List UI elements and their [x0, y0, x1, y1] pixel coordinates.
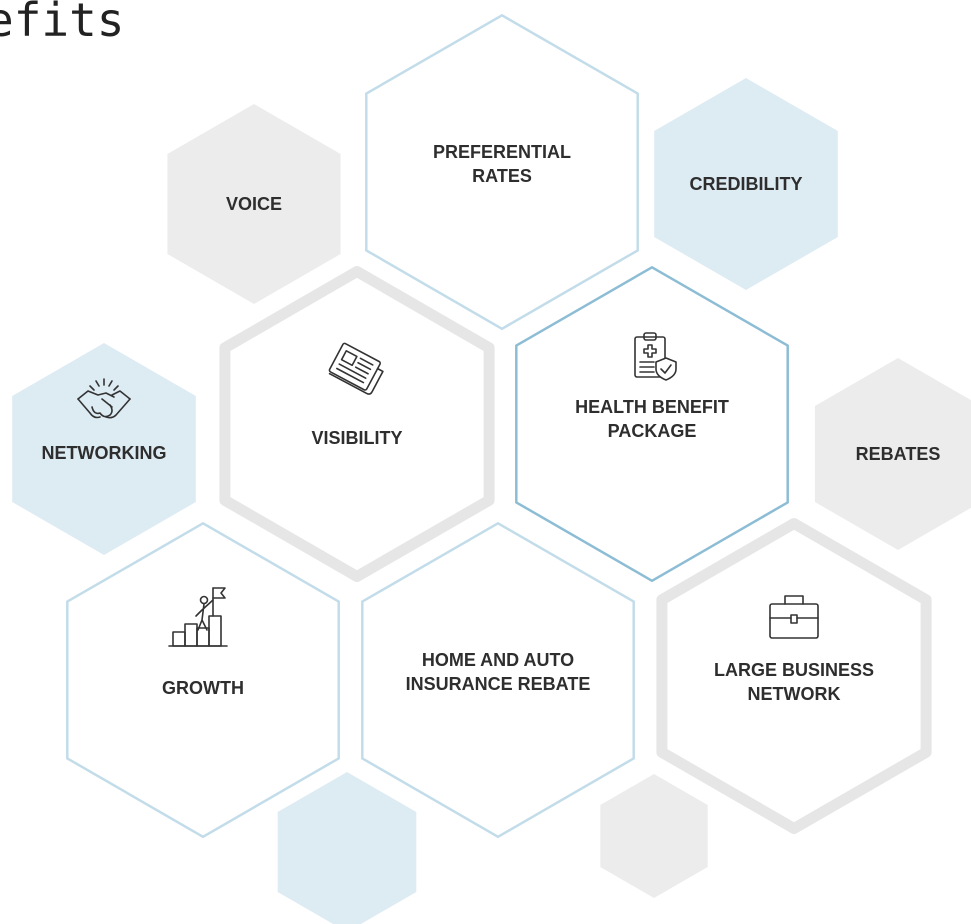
- hexagon-credibility: CREDIBILITY: [654, 78, 838, 290]
- hexagon-home-and-auto-insurance-rebate: HOME AND AUTO INSURANCE REBATE: [361, 522, 635, 839]
- hexagon-label: PREFERENTIAL: [433, 142, 571, 162]
- hexagon-growth: GROWTH: [66, 522, 340, 839]
- medical-clipboard-icon: [634, 332, 677, 381]
- hexagon-label: LARGE BUSINESS: [714, 660, 874, 680]
- hexagon-shape: [219, 266, 495, 582]
- hexagon-voice: VOICE: [167, 104, 341, 304]
- handshake-icon: [77, 378, 131, 419]
- hexagon-label: REBATES: [856, 444, 941, 464]
- hexagon-label: HEALTH BENEFIT: [575, 397, 729, 417]
- hexagon-label: INSURANCE REBATE: [406, 674, 591, 694]
- hexagon-label: VOICE: [226, 194, 282, 214]
- heading-text: efits: [0, 0, 124, 47]
- hexagon-bottom-gray-decor: [600, 774, 708, 898]
- hexagon-label: NETWORKING: [42, 443, 167, 463]
- hexagon-shape: [814, 358, 971, 550]
- hexagon-shape: [167, 104, 341, 304]
- hexagon-shape: [600, 774, 708, 898]
- newspaper-icon: [328, 342, 384, 395]
- hexagon-label: NETWORK: [748, 684, 841, 704]
- hexagon-networking: NETWORKING: [12, 343, 196, 555]
- hexagon-label: VISIBILITY: [311, 428, 402, 448]
- hexagon-shape: [361, 522, 635, 839]
- hexagon-shape: [656, 518, 932, 834]
- hexagon-bottom-blue-decor: [277, 772, 417, 924]
- hexagon-shape: [654, 78, 838, 290]
- hexagon-visibility: VISIBILITY: [219, 266, 495, 582]
- hexagon-group: VOICE PREFERENTIAL RATES CREDIBILITY VISIBI…: [12, 14, 971, 924]
- hexagon-shape: [365, 14, 639, 331]
- briefcase-icon: [769, 595, 819, 639]
- hexagon-preferential-rates: PREFERENTIAL RATES: [365, 14, 639, 331]
- hexagon-rebates: REBATES: [814, 358, 971, 550]
- hexagon-label: HOME AND AUTO: [422, 650, 574, 670]
- hexagon-label: GROWTH: [162, 678, 244, 698]
- hexagon-label: RATES: [472, 166, 532, 186]
- hexagon-health-benefit-package: HEALTH BENEFIT PACKAGE: [515, 266, 789, 583]
- hexagon-label: CREDIBILITY: [689, 174, 802, 194]
- hexagon-shape: [515, 266, 789, 583]
- hexagon-shape: [277, 772, 417, 924]
- hexagon-label: PACKAGE: [608, 421, 697, 441]
- climber-flag-icon: [168, 587, 228, 647]
- hexagon-shape: [66, 522, 340, 839]
- hexagon-shape: [12, 343, 196, 555]
- hexagon-large-business-network: LARGE BUSINESS NETWORK: [656, 518, 932, 834]
